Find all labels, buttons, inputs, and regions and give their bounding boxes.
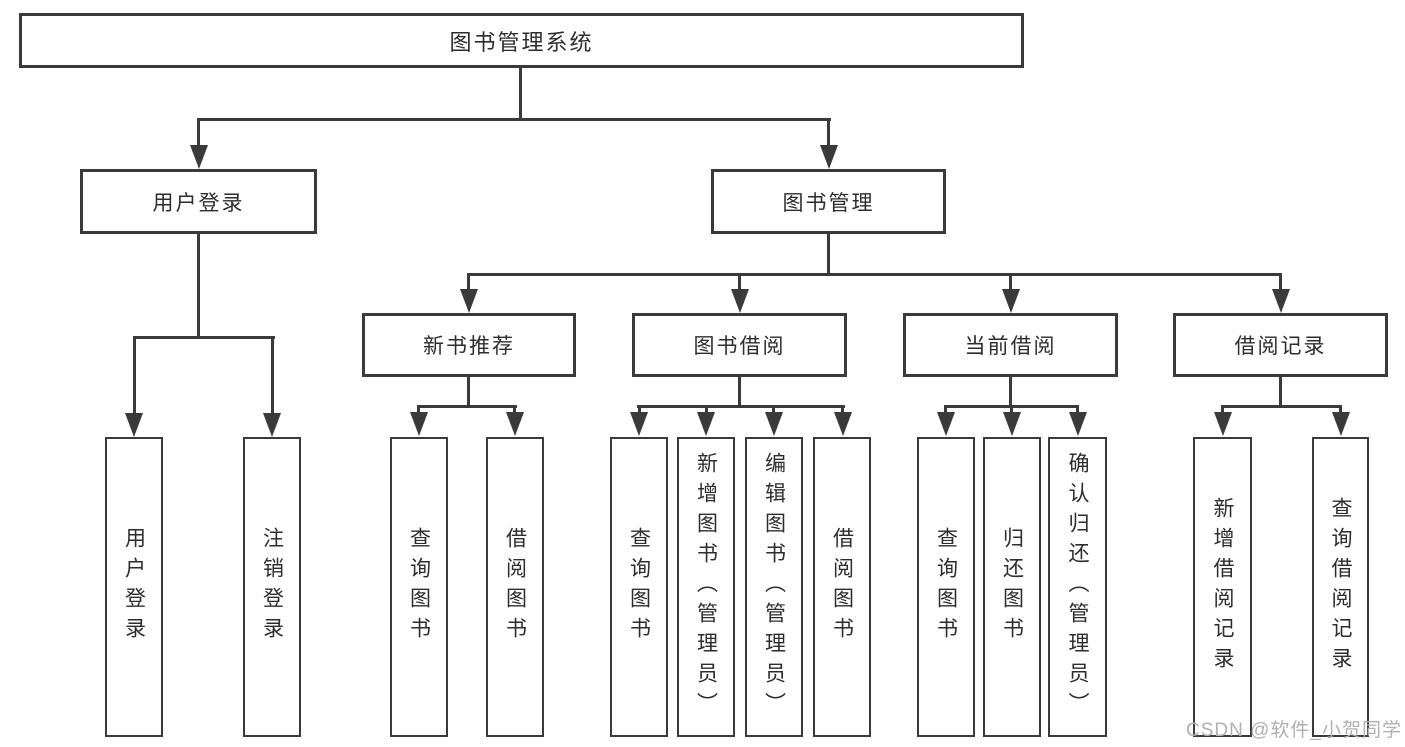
- connector-arrowhead: [1003, 412, 1021, 436]
- connector-line: [1339, 407, 1342, 413]
- connector-line: [944, 407, 947, 413]
- connector-line: [1221, 405, 1342, 408]
- leaf-confirm-return-admin-label: 确认归还（管理员）: [1066, 452, 1090, 722]
- connector-line: [637, 405, 845, 408]
- connector-line: [197, 118, 831, 121]
- leaf-add-borrowing-record-label: 新增借阅记录: [1211, 497, 1235, 677]
- connector-line: [1221, 407, 1224, 413]
- connector-line: [1010, 407, 1013, 413]
- leaf-edit-books-admin-label: 编辑图书（管理员）: [762, 452, 786, 722]
- leaf-user-login: 用户登录: [105, 437, 163, 737]
- connector-arrowhead: [937, 412, 955, 436]
- node-new-book-recommendation: 新书推荐: [362, 313, 576, 377]
- leaf-query-books-3: 查询图书: [917, 437, 975, 737]
- node-user-login: 用户登录: [80, 169, 317, 234]
- node-user-login-label: 用户登录: [152, 191, 245, 215]
- connector-arrowhead: [1332, 412, 1350, 436]
- node-current-borrowing-label: 当前借阅: [964, 335, 1057, 358]
- leaf-user-login-label: 用户登录: [122, 527, 146, 647]
- connector-line: [467, 273, 1282, 276]
- leaf-add-books-admin: 新增图书（管理员）: [677, 437, 735, 737]
- leaf-add-borrowing-record: 新增借阅记录: [1193, 437, 1252, 737]
- connector-arrowhead: [1002, 289, 1020, 313]
- connector-arrowhead: [1272, 289, 1290, 313]
- node-root-label: 图书管理系统: [449, 29, 594, 55]
- connector-arrowhead: [506, 412, 524, 436]
- connector-line: [738, 376, 741, 407]
- connector-line: [827, 120, 830, 150]
- connector-line: [513, 407, 516, 413]
- leaf-return-books: 归还图书: [983, 437, 1041, 737]
- connector-line: [271, 338, 274, 415]
- node-book-borrowing-label: 图书借阅: [693, 335, 786, 358]
- connector-arrowhead: [460, 289, 478, 313]
- connector-line: [1009, 275, 1012, 293]
- connector-line: [133, 338, 136, 415]
- connector-line: [467, 275, 470, 293]
- connector-arrowhead: [190, 145, 208, 169]
- connector-arrowhead: [697, 412, 715, 436]
- connector-arrowhead: [125, 413, 143, 437]
- watermark: CSDN @软件_小贺同学: [1186, 720, 1402, 741]
- leaf-borrow-books-1: 借阅图书: [486, 437, 544, 737]
- leaf-confirm-return-admin: 确认归还（管理员）: [1048, 437, 1107, 737]
- connector-line: [1279, 376, 1282, 407]
- leaf-query-books-2-label: 查询图书: [627, 527, 651, 647]
- node-book-management-label: 图书管理: [782, 191, 875, 215]
- connector-line: [705, 407, 708, 413]
- leaf-logout-label: 注销登录: [260, 527, 284, 647]
- node-borrowing-records: 借阅记录: [1173, 313, 1388, 377]
- connector-arrowhead: [731, 289, 749, 313]
- connector-line: [1009, 376, 1012, 407]
- leaf-query-books-3-label: 查询图书: [934, 527, 958, 647]
- leaf-return-books-label: 归还图书: [1000, 527, 1024, 647]
- connector-line: [738, 275, 741, 293]
- connector-line: [772, 407, 775, 413]
- leaf-borrow-books-1-label: 借阅图书: [503, 527, 527, 647]
- connector-line: [1076, 407, 1079, 413]
- leaf-query-books-2: 查询图书: [610, 437, 668, 737]
- connector-arrowhead: [765, 412, 783, 436]
- node-book-management: 图书管理: [711, 169, 946, 234]
- connector-arrowhead: [834, 412, 852, 436]
- node-borrowing-records-label: 借阅记录: [1234, 335, 1327, 358]
- connector-line: [197, 120, 200, 150]
- connector-line: [841, 407, 844, 413]
- connector-line: [197, 232, 200, 338]
- leaf-add-books-admin-label: 新增图书（管理员）: [694, 452, 718, 722]
- connector-line: [467, 376, 470, 407]
- connector-line: [638, 407, 641, 413]
- connector-line: [1279, 275, 1282, 293]
- connector-arrowhead: [820, 145, 838, 169]
- leaf-borrow-books-2-label: 借阅图书: [830, 527, 854, 647]
- connector-arrowhead: [1214, 412, 1232, 436]
- leaf-query-books-1-label: 查询图书: [407, 527, 431, 647]
- node-new-book-recommendation-label: 新书推荐: [423, 335, 515, 358]
- leaf-query-books-1: 查询图书: [390, 437, 448, 737]
- connector-line: [417, 405, 517, 408]
- connector-arrowhead: [630, 412, 648, 436]
- connector-line: [417, 407, 420, 413]
- connector-arrowhead: [1069, 412, 1087, 436]
- connector-arrowhead: [263, 413, 281, 437]
- connector-line: [519, 66, 522, 120]
- connector-line: [827, 231, 830, 275]
- connector-line: [944, 405, 1079, 408]
- leaf-query-borrowing-record: 查询借阅记录: [1312, 437, 1369, 737]
- node-book-borrowing: 图书借阅: [632, 313, 847, 377]
- connector-line: [133, 336, 275, 339]
- node-root: 图书管理系统: [19, 13, 1024, 68]
- leaf-borrow-books-2: 借阅图书: [813, 437, 871, 737]
- leaf-logout: 注销登录: [243, 437, 301, 737]
- connector-arrowhead: [410, 412, 428, 436]
- leaf-query-borrowing-record-label: 查询借阅记录: [1329, 497, 1353, 677]
- leaf-edit-books-admin: 编辑图书（管理员）: [745, 437, 803, 737]
- node-current-borrowing: 当前借阅: [903, 313, 1118, 377]
